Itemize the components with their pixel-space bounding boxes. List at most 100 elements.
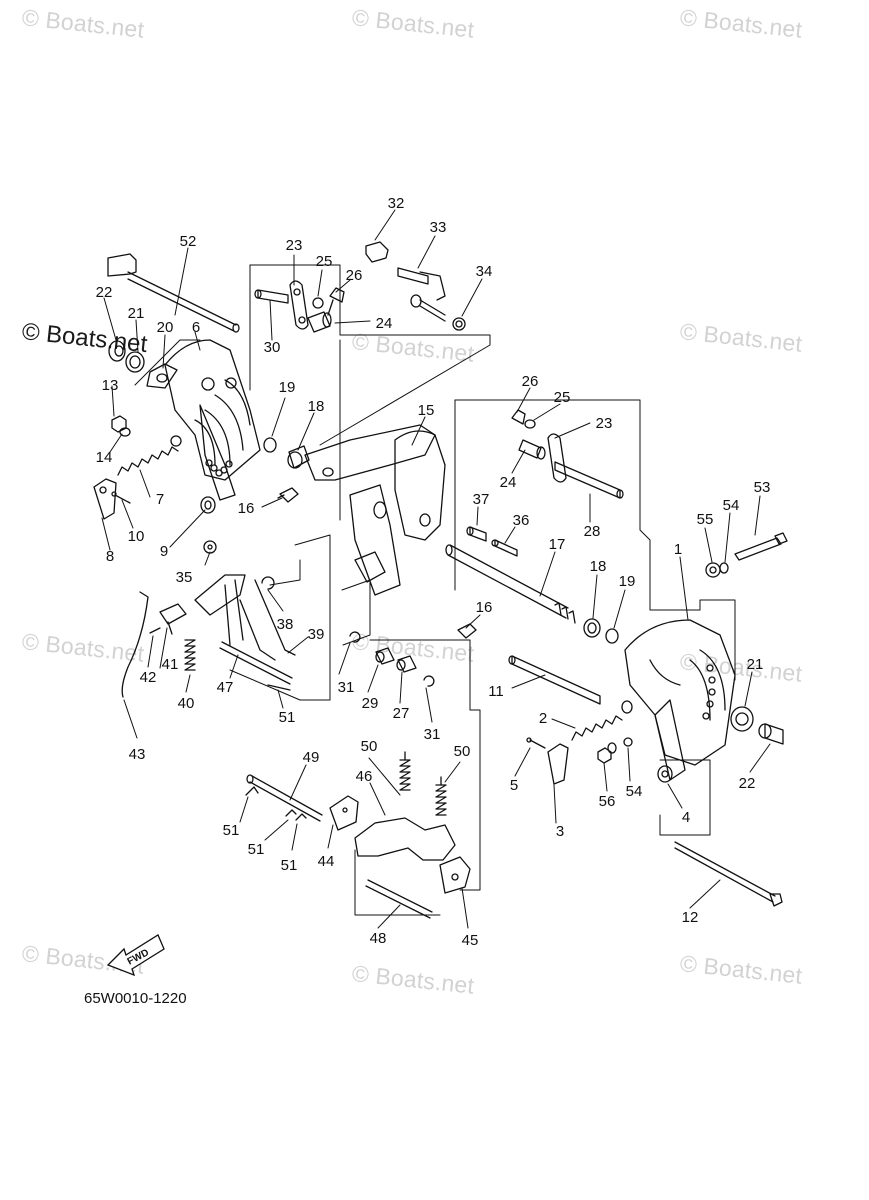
part-26-screw-right	[511, 409, 526, 425]
callout-22: 22	[96, 284, 113, 301]
part-23-link-right	[547, 433, 567, 483]
callout-49: 49	[303, 749, 320, 766]
callout-40: 40	[178, 695, 195, 712]
part-33-lever-rod	[397, 267, 446, 322]
callout-28: 28	[584, 523, 601, 540]
callout-45: 45	[462, 932, 479, 949]
callout-20: 20	[157, 319, 174, 336]
part-18-bushing-right	[583, 618, 601, 638]
callout-19: 19	[619, 573, 636, 590]
part-25-washer-upper	[312, 297, 324, 309]
part-11-rod	[508, 655, 601, 705]
callout-29: 29	[362, 695, 379, 712]
part-36-pin	[491, 539, 518, 557]
callout-41: 41	[162, 656, 179, 673]
callout-24: 24	[376, 315, 393, 332]
callout-47: 47	[217, 679, 234, 696]
callout-26: 26	[346, 267, 363, 284]
part-24-bushing-right	[518, 439, 546, 460]
diagram-reference-code: 65W0010-1220	[84, 990, 187, 1007]
callout-48: 48	[370, 930, 387, 947]
part-1-clamp-bracket-right	[621, 619, 736, 781]
part-54-washer-lower	[607, 737, 633, 754]
part-22-nut-right	[758, 723, 784, 745]
part-15-swivel-bracket	[304, 424, 446, 596]
part-21-bushing-left	[125, 351, 145, 373]
callout-23: 23	[596, 415, 613, 432]
callout-31: 31	[338, 679, 355, 696]
part-26-screw-upper	[327, 287, 345, 316]
part-50-spring-right	[435, 776, 447, 816]
callout-30: 30	[264, 339, 281, 356]
callout-24: 24	[500, 474, 517, 491]
callout-44: 44	[318, 853, 335, 870]
callout-15: 15	[418, 402, 435, 419]
part-27-bushing	[396, 655, 417, 673]
callout-21: 21	[747, 656, 764, 673]
part-54-washer-upper	[719, 562, 729, 574]
callout-8: 8	[106, 548, 114, 565]
part-35-bushing	[203, 540, 217, 554]
part-31-clip-left	[349, 631, 361, 643]
part-44-bracket	[329, 795, 359, 831]
callout-6: 6	[192, 319, 200, 336]
group-frame-lines	[134, 264, 736, 916]
callout-2: 2	[539, 710, 547, 727]
callout-labels: 52 22 21 20 6 13 14 7 10 8 9 23 25 26 24…	[96, 195, 771, 949]
callout-14: 14	[96, 449, 113, 466]
callout-52: 52	[180, 233, 197, 250]
part-8-lever	[93, 478, 117, 520]
part-51-clips-lower	[245, 786, 307, 821]
callout-36: 36	[513, 512, 530, 529]
callout-51: 51	[223, 822, 240, 839]
part-56-nut	[597, 747, 612, 764]
part-16-grease-nipple-left	[277, 487, 299, 503]
callout-25: 25	[316, 253, 333, 270]
callout-7: 7	[156, 491, 164, 508]
part-41-bracket	[159, 603, 187, 635]
callout-17: 17	[549, 536, 566, 553]
part-13-nut	[111, 415, 127, 433]
callout-27: 27	[393, 705, 410, 722]
callout-4: 4	[682, 809, 690, 826]
part-19-washer-left	[263, 437, 277, 453]
callout-42: 42	[140, 669, 157, 686]
callout-54: 54	[626, 783, 643, 800]
callout-11: 11	[488, 683, 504, 700]
callout-19: 19	[279, 379, 296, 396]
callout-39: 39	[308, 626, 325, 643]
callout-9: 9	[160, 543, 168, 560]
callout-10: 10	[128, 528, 145, 545]
callout-23: 23	[286, 237, 303, 254]
part-10-pin	[111, 491, 131, 504]
part-5-pin	[526, 737, 546, 749]
part-29-bushing	[375, 647, 395, 665]
callout-16: 16	[238, 500, 255, 517]
part-28-pin	[554, 461, 624, 499]
part-42-screw	[149, 627, 161, 634]
part-39-tilt-lever	[194, 574, 296, 661]
part-17-tilt-shaft	[445, 544, 576, 624]
part-49-rod	[246, 774, 323, 822]
part-45-bracket	[439, 856, 471, 894]
callout-46: 46	[356, 768, 373, 785]
part-40-spring	[184, 639, 196, 671]
callout-51: 51	[279, 709, 296, 726]
part-34-grommet	[452, 317, 466, 331]
callout-13: 13	[102, 377, 119, 394]
callout-33: 33	[430, 219, 447, 236]
part-6-clamp-bracket-left	[164, 339, 261, 501]
callout-21: 21	[128, 305, 145, 322]
callout-25: 25	[554, 389, 571, 406]
callout-50: 50	[454, 743, 471, 760]
callout-51: 51	[248, 841, 265, 858]
part-48-pin	[365, 879, 433, 919]
callout-50: 50	[361, 738, 378, 755]
callout-31: 31	[424, 726, 441, 743]
part-43-link-rod	[121, 591, 149, 698]
part-22-nut-left	[108, 340, 126, 362]
callout-55: 55	[697, 511, 714, 528]
callout-18: 18	[590, 558, 607, 575]
